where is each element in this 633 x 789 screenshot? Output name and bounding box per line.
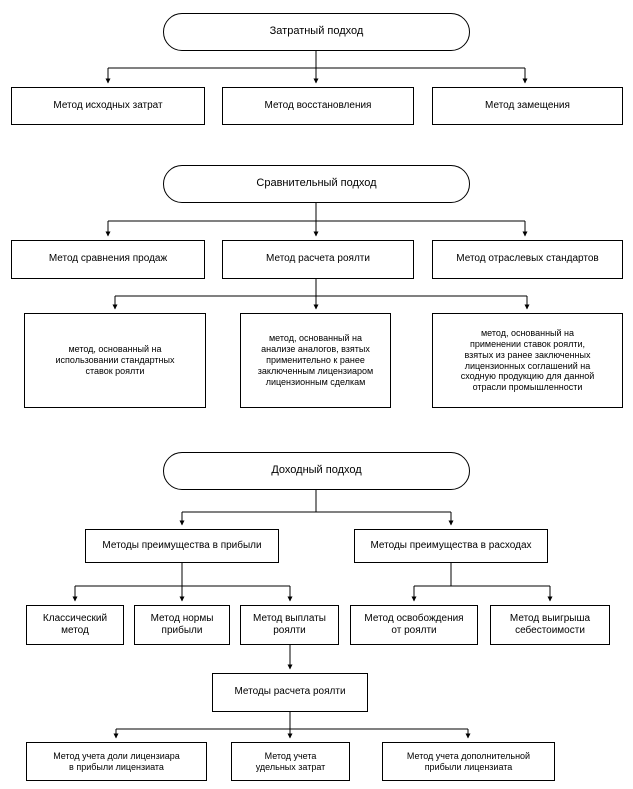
node-label: Метод нормы прибыли xyxy=(150,612,214,636)
node-label: метод, основанный на применении ставок р… xyxy=(460,327,595,393)
node-royalty-method-3[interactable]: Метод учета дополнительной прибыли лицен… xyxy=(382,742,555,781)
node-comparative-child-3[interactable]: Метод отраслевых стандартов xyxy=(432,240,623,279)
node-royalty-method-2[interactable]: Метод учета удельных затрат xyxy=(231,742,350,781)
node-label: метод, основанный на использовании станд… xyxy=(55,344,175,376)
node-label: Доходный подход xyxy=(271,464,362,477)
node-label: метод, основанный на анализе аналогов, в… xyxy=(257,333,374,387)
node-royalty-detail-1[interactable]: метод, основанный на использовании станд… xyxy=(24,313,206,408)
node-cost-approach-root[interactable]: Затратный подход xyxy=(163,13,470,51)
node-comparative-child-1[interactable]: Метод сравнения продаж xyxy=(11,240,205,279)
node-cost-child-2[interactable]: Метод восстановления xyxy=(222,87,414,125)
node-label: Метод замещения xyxy=(485,99,570,111)
node-label: Затратный подход xyxy=(269,25,364,38)
node-label: Методы преимущества в расходах xyxy=(370,539,532,551)
node-label: Методы преимущества в прибыли xyxy=(102,539,262,551)
node-cost-child-3[interactable]: Метод замещения xyxy=(432,87,623,125)
node-income-leaf-classic[interactable]: Классический метод xyxy=(26,605,124,645)
node-label: Метод учета дополнительной прибыли лицен… xyxy=(406,750,531,772)
node-royalty-detail-3[interactable]: метод, основанный на применении ставок р… xyxy=(432,313,623,408)
node-label: Метод учета доли лицензиара в прибыли ли… xyxy=(53,750,180,772)
node-comparative-approach-root[interactable]: Сравнительный подход xyxy=(163,165,470,203)
node-label: Классический метод xyxy=(42,612,108,636)
node-label: Метод исходных затрат xyxy=(53,99,163,111)
node-label: Метод сравнения продаж xyxy=(48,253,168,265)
node-income-leaf-profit-norm[interactable]: Метод нормы прибыли xyxy=(134,605,230,645)
node-label: Методы расчета роялти xyxy=(234,686,346,698)
node-expense-advantage-methods[interactable]: Методы преимущества в расходах xyxy=(354,529,548,563)
node-label: Сравнительный подход xyxy=(256,177,377,190)
node-income-leaf-royalty-payout[interactable]: Метод выплаты роялти xyxy=(240,605,339,645)
node-label: Метод учета удельных затрат xyxy=(255,750,326,772)
node-label: Метод восстановления xyxy=(264,99,372,111)
node-cost-child-1[interactable]: Метод исходных затрат xyxy=(11,87,205,125)
node-income-approach-root[interactable]: Доходный подход xyxy=(163,452,470,490)
node-label: Метод выигрыша себестоимости xyxy=(509,612,591,636)
node-royalty-detail-2[interactable]: метод, основанный на анализе аналогов, в… xyxy=(240,313,391,408)
node-royalty-method-1[interactable]: Метод учета доли лицензиара в прибыли ли… xyxy=(26,742,207,781)
node-comparative-child-2[interactable]: Метод расчета роялти xyxy=(222,240,414,279)
node-label: Метод выплаты роялти xyxy=(253,612,326,636)
node-income-leaf-cost-win[interactable]: Метод выигрыша себестоимости xyxy=(490,605,610,645)
node-royalty-calculation-methods[interactable]: Методы расчета роялти xyxy=(212,673,368,712)
node-label: Метод расчета роялти xyxy=(266,253,370,265)
node-label: Метод освобождения от роялти xyxy=(364,612,464,636)
node-income-leaf-royalty-relief[interactable]: Метод освобождения от роялти xyxy=(350,605,478,645)
node-profit-advantage-methods[interactable]: Методы преимущества в прибыли xyxy=(85,529,279,563)
node-label: Метод отраслевых стандартов xyxy=(456,253,599,265)
